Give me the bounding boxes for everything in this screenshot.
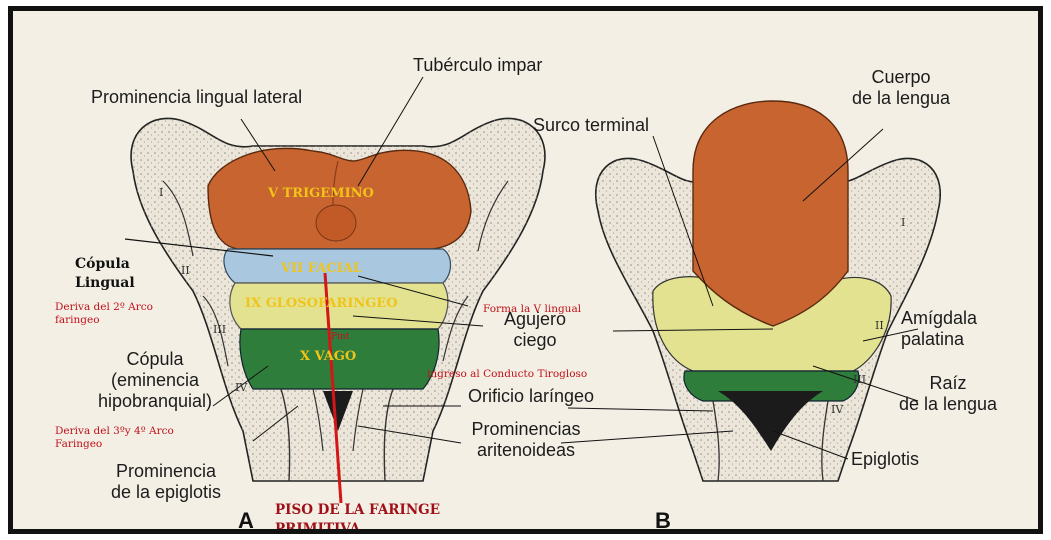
- label-agujero-line2: ciego: [489, 330, 581, 351]
- annotation-piso-line2: PRIMITIVA: [275, 520, 440, 534]
- arch-numeral-b-1: I: [901, 216, 905, 229]
- annotation-deriva-2-arco: Deriva del 2º Arco faringeo: [55, 301, 153, 327]
- label-raiz-line2: de la lengua: [893, 394, 1003, 415]
- label-prom-epiglotis-line2: de la epiglotis: [101, 482, 231, 503]
- label-copula-line1: Cópula: [85, 349, 225, 370]
- arch-numeral-b-2: II: [875, 319, 884, 332]
- annotation-deriva-3-4-arco: Deriva del 3ºy 4º Arco Faringeo: [55, 425, 174, 451]
- label-copula-eminencia: Cópula (eminencia hipobranquial): [85, 349, 225, 412]
- arch-numeral-b-4: IV: [831, 403, 844, 416]
- label-copula-line3: hipobranquial): [85, 391, 225, 412]
- label-cuerpo-de-la-lengua: Cuerpo de la lengua: [851, 67, 951, 109]
- label-cuerpo-line1: Cuerpo: [851, 67, 951, 88]
- panel-b-letter: B: [655, 508, 671, 534]
- annotation-deriva-2-line2: faringeo: [55, 314, 153, 327]
- label-copula-line2: (eminencia: [85, 370, 225, 391]
- annotation-ingreso-conducto: ingreso al Conducto Tirogloso: [427, 368, 587, 381]
- annotation-deriva-34-line1: Deriva del 3ºy 4º Arco: [55, 425, 174, 438]
- arch-numeral-a-2: II: [181, 264, 190, 277]
- label-raiz-de-la-lengua: Raíz de la lengua: [893, 373, 1003, 415]
- label-raiz-line1: Raíz: [893, 373, 1003, 394]
- label-prominencia-lingual-lateral: Prominencia lingual lateral: [91, 87, 302, 108]
- label-prominencias-line2: aritenoideas: [461, 440, 591, 461]
- tongue-body: [693, 101, 848, 326]
- annotation-piso-line1: PISO DE LA FARINGE: [275, 501, 440, 520]
- annotation-copula-lingual-line1: Cópula: [75, 255, 135, 274]
- arch-numeral-b-3: III: [853, 373, 866, 386]
- panel-a-letter: A: [238, 508, 254, 534]
- arch-numeral-a-4: IV: [235, 381, 248, 394]
- arch-numeral-a-1: I: [159, 186, 163, 199]
- annotation-forma-v-lingual: Forma la V lingual: [483, 303, 581, 316]
- label-cuerpo-line2: de la lengua: [851, 88, 951, 109]
- label-prominencia-de-la-epiglotis: Prominencia de la epiglotis: [101, 461, 231, 503]
- label-orificio-laringeo: Orificio laríngeo: [468, 386, 594, 407]
- annotation-copula-lingual-line2: Lingual: [75, 274, 135, 293]
- annotation-small-red: Pint: [331, 331, 349, 344]
- panel-b-drawing: [561, 101, 940, 481]
- label-prominencias-aritenoideas: Prominencias aritenoideas: [461, 419, 591, 461]
- annotation-piso-faringe: PISO DE LA FARINGE PRIMITIVA: [275, 501, 440, 534]
- arch-numeral-a-3: III: [213, 323, 226, 336]
- annotation-ix-glosofaringeo: IX GLOSOFARINGEO: [245, 296, 398, 311]
- annotation-deriva-2-line1: Deriva del 2º Arco: [55, 301, 153, 314]
- label-prominencias-line1: Prominencias: [461, 419, 591, 440]
- annotation-x-vago: X VAGO: [300, 349, 356, 364]
- label-amigdala-line2: palatina: [901, 329, 977, 350]
- label-amigdala-palatina: Amígdala palatina: [901, 308, 977, 350]
- label-tuberculo-impar: Tubérculo impar: [413, 55, 542, 76]
- figure-frame: I II III IV I II III IV Prominencia ling…: [8, 6, 1043, 534]
- label-amigdala-line1: Amígdala: [901, 308, 977, 329]
- label-prom-epiglotis-line1: Prominencia: [101, 461, 231, 482]
- annotation-vii-facial: VII FACIAL: [281, 261, 362, 276]
- annotation-copula-lingual: Cópula Lingual: [75, 255, 135, 293]
- label-surco-terminal: Surco terminal: [533, 115, 649, 136]
- label-epiglotis: Epiglotis: [851, 449, 919, 470]
- annotation-v-trigemino: V TRIGEMINO: [268, 186, 374, 201]
- annotation-deriva-34-line2: Faringeo: [55, 438, 174, 451]
